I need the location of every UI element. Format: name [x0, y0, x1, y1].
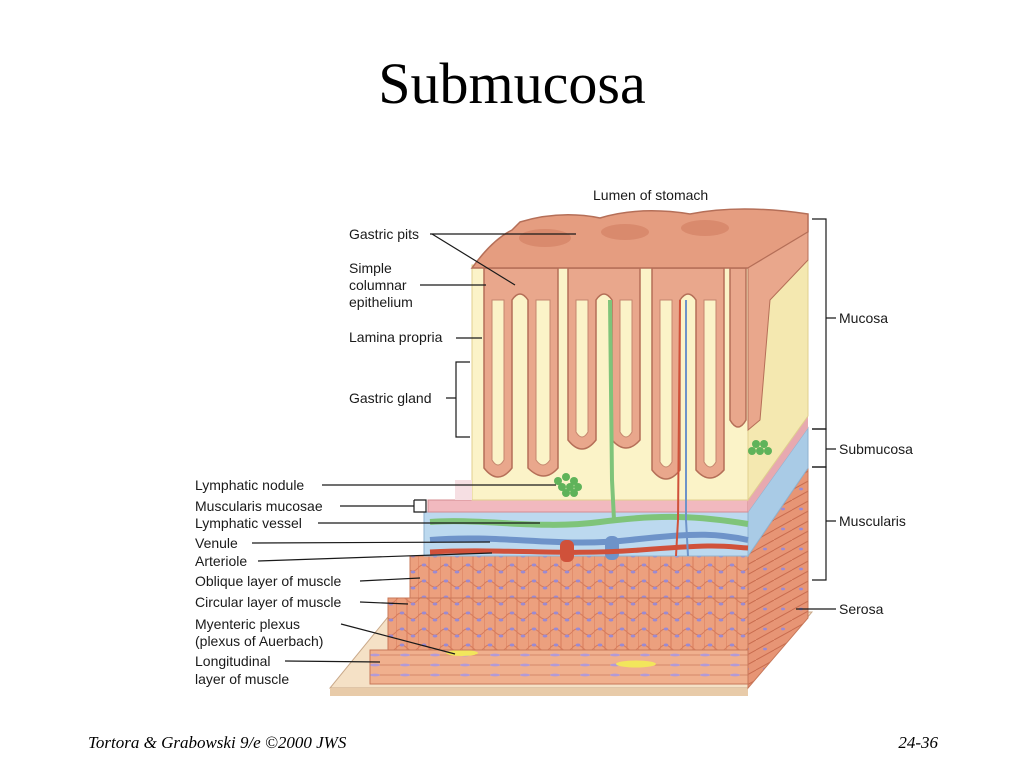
label-epithelium-2: columnar [349, 277, 407, 293]
mucosal-blood-capillaries [675, 299, 689, 557]
myenteric-plexus [446, 650, 656, 668]
muscularis-mucosae-layer [427, 416, 808, 513]
footer-citation: Tortora & Grabowski 9/e ©2000 JWS [88, 733, 347, 752]
diagram-labels: Lumen of stomach Gastric pits Simple col… [195, 187, 913, 687]
mucosal-lymphatic-capillary [608, 299, 616, 521]
label-gastric-gland: Gastric gland [349, 390, 431, 406]
leader-lines [251, 218, 836, 663]
label-epithelium-3: epithelium [349, 294, 413, 310]
label-oblique-layer: Oblique layer of muscle [195, 573, 342, 589]
lymphatic-vessel [429, 513, 749, 528]
footer-page-number: 24-36 [898, 733, 938, 752]
slide-title: Submucosa [378, 51, 646, 116]
label-circular-layer: Circular layer of muscle [195, 594, 341, 610]
label-serosa: Serosa [839, 601, 884, 617]
mucosal-surface [470, 208, 809, 432]
lymphatic-nodule [554, 473, 582, 497]
label-lamina-propria: Lamina propria [349, 329, 443, 345]
label-lymphatic-nodule: Lymphatic nodule [195, 477, 304, 493]
label-longitudinal-1: Longitudinal [195, 653, 271, 669]
arteriole [429, 540, 749, 562]
longitudinal-muscle-layer [369, 649, 749, 685]
label-epithelium-1: Simple [349, 260, 392, 276]
label-mucosa: Mucosa [839, 310, 888, 326]
label-gastric-pits: Gastric pits [349, 226, 419, 242]
label-myenteric-1: Myenteric plexus [195, 616, 300, 632]
oblique-muscle-layer [409, 555, 749, 599]
label-arteriole: Arteriole [195, 553, 247, 569]
label-muscularis: Muscularis [839, 513, 906, 529]
label-lumen: Lumen of stomach [593, 187, 708, 203]
circular-muscle-layer [387, 597, 749, 651]
gland-lumens [491, 299, 717, 468]
label-longitudinal-2: layer of muscle [195, 671, 289, 687]
label-submucosa: Submucosa [839, 441, 913, 457]
label-myenteric-2: (plexus of Auerbach) [195, 633, 323, 649]
label-lymphatic-vessel: Lymphatic vessel [195, 515, 302, 531]
lymphatic-nodule-2 [748, 440, 772, 455]
label-muscularis-mucosae: Muscularis mucosae [195, 498, 323, 514]
label-venule: Venule [195, 535, 238, 551]
